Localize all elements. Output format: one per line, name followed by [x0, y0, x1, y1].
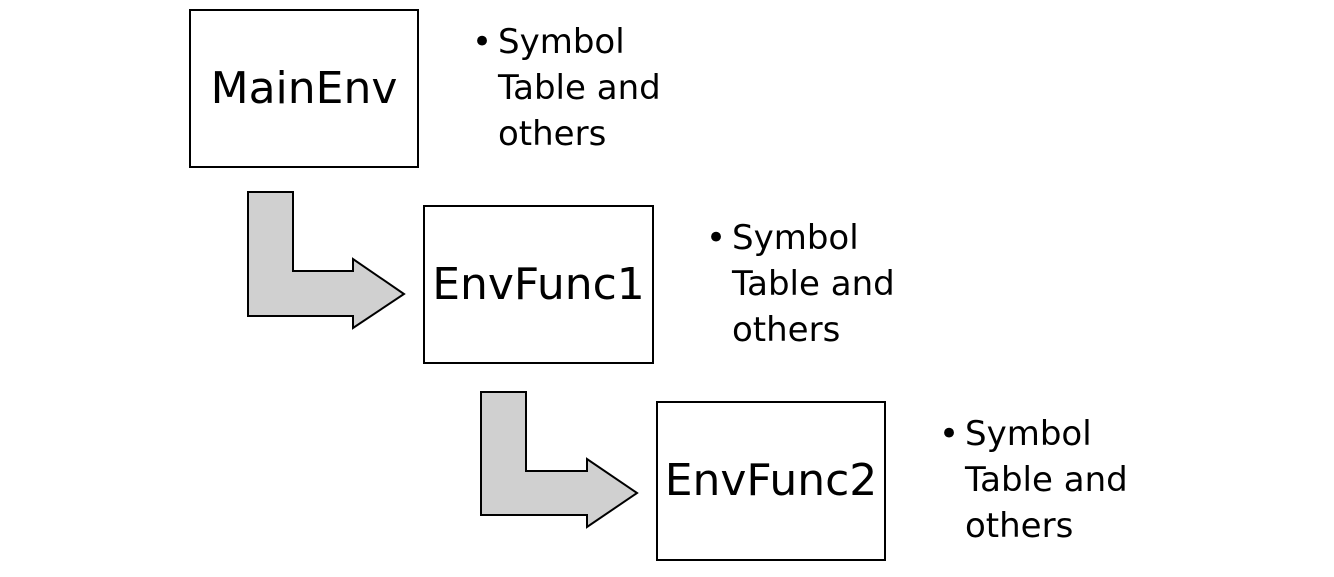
env-func2-box: EnvFunc2	[656, 401, 886, 561]
env-func2-note: • Symbol Table and others	[939, 411, 1128, 549]
note-line: Symbol	[498, 22, 625, 62]
env-func1-box: EnvFunc1	[423, 205, 654, 364]
note-line: Table and	[498, 68, 661, 108]
env-func1-label: EnvFunc1	[432, 258, 645, 310]
bullet-marker: •	[939, 414, 960, 454]
bullet-marker: •	[706, 218, 727, 258]
main-env-note: • Symbol Table and others	[472, 19, 661, 157]
note-line: Symbol	[732, 218, 859, 258]
note-line: others	[965, 506, 1074, 546]
env-func1-note: • Symbol Table and others	[706, 215, 895, 353]
bent-arrow-shape	[247, 191, 406, 330]
note-line: others	[732, 310, 841, 350]
bent-arrow-shape	[480, 391, 639, 529]
bullet-marker: •	[472, 22, 493, 62]
main-env-label: MainEnv	[210, 62, 398, 114]
note-line: others	[498, 114, 607, 154]
note-line: Table and	[965, 460, 1128, 500]
env-func2-label: EnvFunc2	[664, 455, 878, 506]
main-env-box: MainEnv	[189, 9, 419, 168]
note-line: Symbol	[965, 414, 1092, 454]
note-line: Table and	[732, 264, 895, 304]
